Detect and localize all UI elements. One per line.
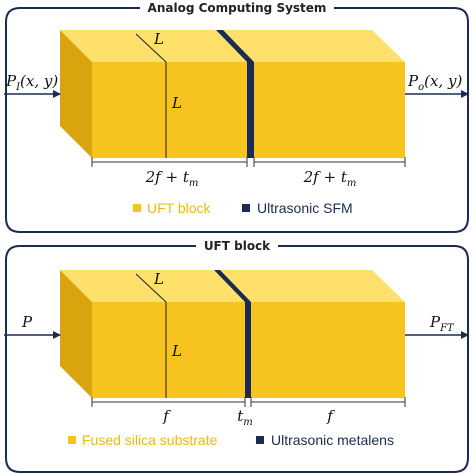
left-span-label: 2f + tm xyxy=(145,168,199,189)
sfm-layer-front xyxy=(247,62,254,158)
mid-span-label: tm xyxy=(237,407,253,428)
panel1-legend: UFT block Ultrasonic SFM xyxy=(133,200,353,216)
panel-analog-computing-system: Analog Computing System L L PI(x, y) Po(… xyxy=(4,1,469,233)
uft-block-detail xyxy=(60,270,405,398)
right-span-label: 2f + tm xyxy=(303,168,357,189)
height-label: L xyxy=(171,94,182,112)
panel-uft-block: UFT block L L P PFT f tm f Fused sili xyxy=(4,239,469,473)
output-label: PFT xyxy=(429,313,455,334)
depth-dimension-line xyxy=(135,33,167,63)
legend-label-substrate: Fused silica substrate xyxy=(82,432,218,448)
input-label: PI(x, y) xyxy=(5,72,58,93)
panel2-title: UFT block xyxy=(204,239,271,253)
block-side-face xyxy=(60,270,92,398)
legend-label-metalens: Ultrasonic metalens xyxy=(271,432,394,448)
uft-block-system xyxy=(60,30,405,158)
legend-swatch-sfm xyxy=(242,204,250,212)
block-side-face xyxy=(60,30,92,158)
legend-swatch-metalens xyxy=(256,436,264,444)
depth-label: L xyxy=(153,270,164,288)
input-label: P xyxy=(21,313,33,331)
panel1-frame xyxy=(5,7,469,233)
legend-label-sfm: Ultrasonic SFM xyxy=(257,200,353,216)
metalens-layer-top xyxy=(214,270,251,302)
left-span-label: f xyxy=(162,407,171,425)
sfm-layer-top xyxy=(216,30,254,62)
output-label: Po(x, y) xyxy=(407,72,462,93)
panel2-frame xyxy=(5,245,469,473)
panel1-title: Analog Computing System xyxy=(148,1,327,15)
metalens-layer-front xyxy=(245,302,251,398)
legend-swatch-substrate xyxy=(68,436,76,444)
legend-label-uft-block: UFT block xyxy=(147,200,212,216)
height-label: L xyxy=(171,342,182,360)
legend-swatch-uft-block xyxy=(133,204,141,212)
right-span-label: f xyxy=(326,407,335,425)
depth-dimension-line xyxy=(135,273,167,303)
panel2-legend: Fused silica substrate Ultrasonic metale… xyxy=(68,432,394,448)
depth-label: L xyxy=(153,30,164,48)
